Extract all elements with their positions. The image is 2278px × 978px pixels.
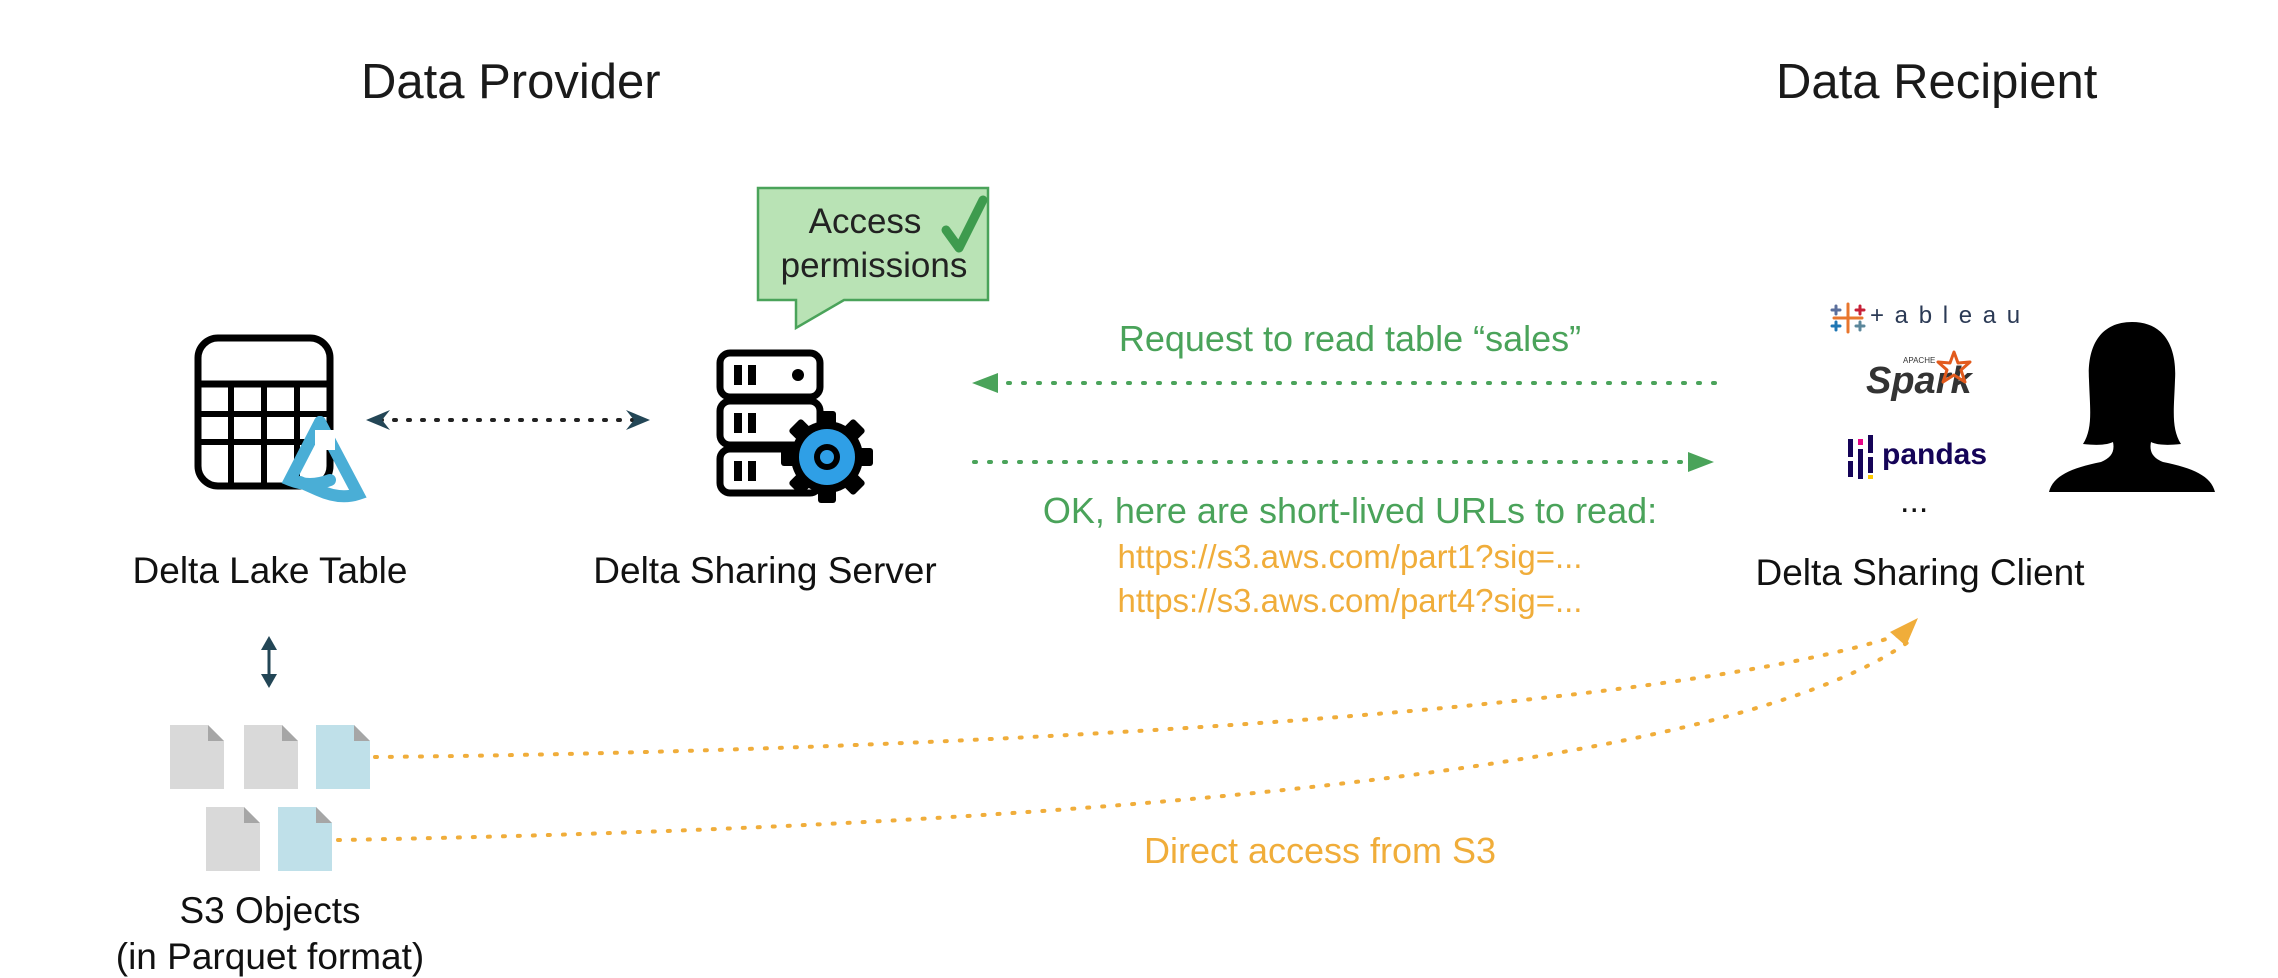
delta-lake-table-label: Delta Lake Table [132,550,408,591]
server-label: Delta Sharing Server [593,550,937,591]
spark-star-icon [1936,350,1972,384]
table-s3-arrow [261,636,277,688]
s3-label-line-1: S3 Objects [179,890,361,931]
access-permissions-callout [756,186,990,331]
response-arrow [972,452,1714,472]
s3-label-line-2: (in Parquet format) [115,936,425,977]
direct-access-label: Direct access from S3 [1143,830,1497,871]
response-message: OK, here are short-lived URLs to read: [1042,490,1658,531]
request-arrow [972,373,1718,393]
spark-apache-text: APACHE [1903,356,1936,365]
callout-text: Access permissions [756,200,992,288]
server-icon [716,349,873,503]
more-clients-ellipsis: ... [1900,482,1929,520]
delta-lake-table-icon [194,334,367,503]
pandas-logo-text: pandas [1882,438,1988,471]
request-message: Request to read table “sales” [1118,318,1582,359]
callout-line-2: permissions [780,246,968,285]
url-2: https://s3.aws.com/part4?sig=... [1117,582,1583,619]
tableau-logo-text: + a b l e a u [1870,302,2023,329]
tableau-icon [1830,302,1866,334]
table-server-arrow [366,410,650,430]
callout-line-1: Access [808,202,922,241]
pandas-icon [1848,435,1873,479]
provider-heading: Data Provider [361,55,661,109]
s3-objects-label: S3 Objects (in Parquet format) [90,888,450,978]
url-1: https://s3.aws.com/part1?sig=... [1117,538,1583,575]
recipient-heading: Data Recipient [1776,55,2098,109]
user-silhouette-icon [2049,322,2215,492]
s3-objects-icon [170,725,370,871]
client-label: Delta Sharing Client [1755,552,2085,593]
spark-logo-text: Spark [1866,360,1972,402]
